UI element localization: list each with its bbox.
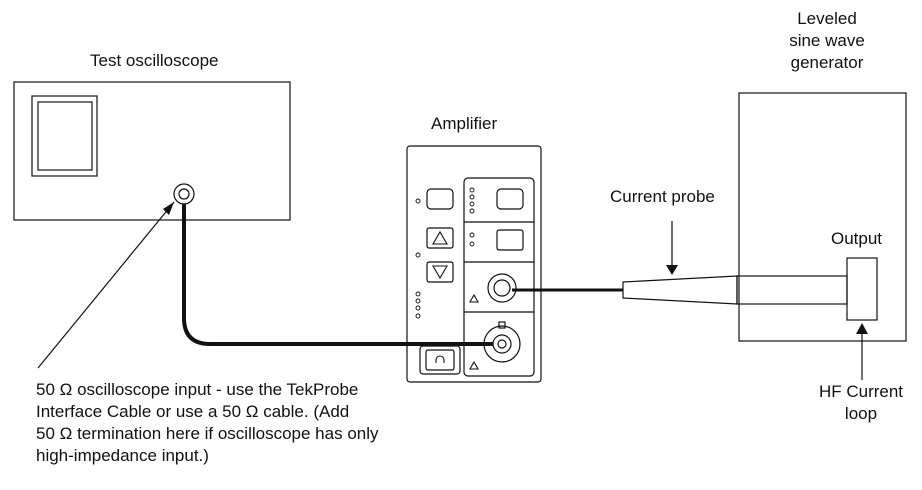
cable-note-line: Interface Cable or use a 50 Ω cable. (Ad… [36,402,350,421]
oscilloscope-input-connector[interactable] [173,183,195,205]
hf-loop-label-line: HF Current [818,382,904,401]
amplifier [406,145,542,383]
current-probe [622,257,878,321]
current-probe-label: Current probe [610,187,715,206]
cable-note-line: 50 Ω termination here if oscilloscope ha… [36,424,379,443]
tekprobe-interface-cable [182,204,493,346]
amplifier-button-2[interactable] [496,188,524,210]
triangle-down-icon [432,265,448,280]
generator-label-line: sine wave [789,31,865,50]
hf-loop-label: HF Current loop [810,381,912,425]
note-callout-line [37,201,175,369]
cable-note-line: high-impedance input.) [36,446,209,465]
triangle-up-icon [432,230,448,245]
cable-note-line: 50 Ω oscilloscope input - use the TekPro… [36,380,359,399]
output-label: Output [831,229,883,248]
generator-label-line: generator [790,53,864,72]
hf-loop-label-line: loop [844,404,878,423]
generator-label-line: Leveled [797,9,857,28]
sine-wave-generator [738,92,907,342]
oscilloscope-screen [31,95,98,177]
refresh-icon [435,355,445,363]
generator-label: Leveled sine wave generator [772,8,882,74]
amplifier-probe-input[interactable] [487,273,517,303]
amplifier-down-button[interactable] [426,261,454,283]
oscilloscope [13,81,291,221]
amplifier-indicator-leds [415,187,475,319]
cable-note: 50 Ω oscilloscope input - use the TekPro… [36,379,379,467]
amplifier-button-1[interactable] [426,188,454,210]
amplifier-button-3[interactable] [496,229,524,251]
oscilloscope-label: Test oscilloscope [90,51,219,70]
amplifier-label: Amplifier [431,114,498,133]
hf-current-loop[interactable] [846,257,878,321]
amplifier-up-button[interactable] [426,227,454,249]
